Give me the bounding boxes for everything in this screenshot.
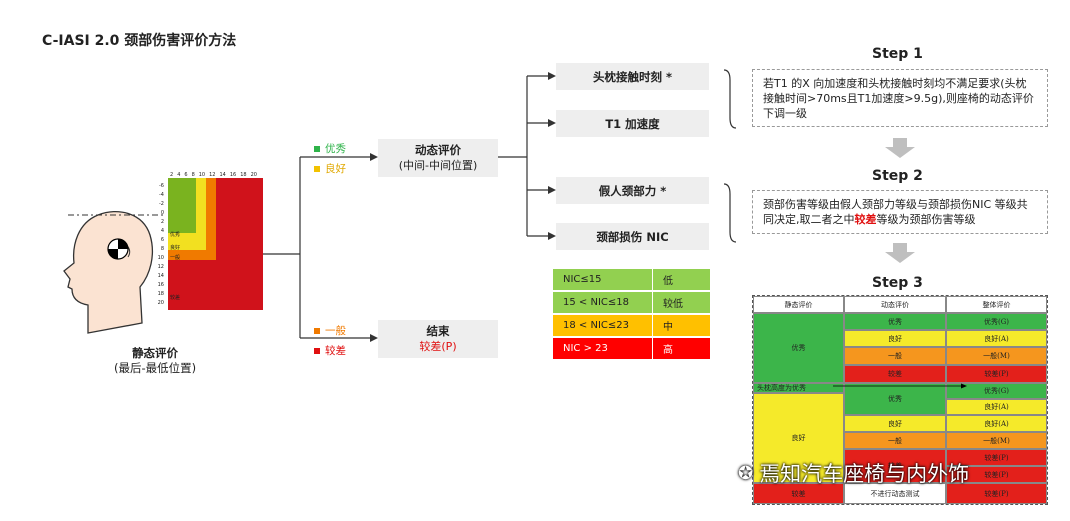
res-cell: 较差(P) xyxy=(946,466,1047,483)
res-cell: 一般(M) xyxy=(946,432,1047,449)
yellow-square-icon xyxy=(314,165,320,172)
criterion-neck-nic: 颈部损伤 NIC xyxy=(556,223,709,250)
dyn-cell-no-test: 不进行动态测试 xyxy=(844,483,946,504)
step2-title: Step 2 xyxy=(872,168,923,184)
step1-title: Step 1 xyxy=(872,46,923,62)
res-cell: 良好(A) xyxy=(946,330,1047,347)
static-group-poor: 较差 xyxy=(753,483,844,504)
watermark: ✪ 焉知汽车座椅与内外饰 xyxy=(738,462,970,486)
step3-title: Step 3 xyxy=(872,275,923,291)
static-group-acceptable: 良好 xyxy=(753,393,844,483)
wechat-icon: ✪ xyxy=(738,462,754,484)
res-cell: 较差(P) xyxy=(946,449,1047,466)
orange-square-icon xyxy=(314,327,320,334)
dyn-cell: 较差 xyxy=(844,449,946,483)
header-static: 静态评价 xyxy=(753,296,844,313)
zone-label-acceptable: 良好 xyxy=(170,245,181,251)
step2-note: 颈部伤害等级由假人颈部力等级与颈部损伤NIC 等级共同决定,取二者之中较差等级为… xyxy=(752,190,1048,234)
criterion-neck-force: 假人颈部力 * xyxy=(556,177,709,204)
green-square-icon xyxy=(314,145,320,152)
step1-note: 若T1 的X 向加速度和头枕接触时刻均不满足要求(头枕接触时间>70ms且T1加… xyxy=(752,69,1048,127)
res-cell: 良好(A) xyxy=(946,399,1047,415)
dyn-cell: 一般 xyxy=(844,432,946,449)
dynamic-eval-box: 动态评价 (中间-中间位置) xyxy=(378,139,498,177)
static-eval-grid xyxy=(168,178,263,310)
dyn-cell: 优秀 xyxy=(844,383,946,415)
headrest-arrow xyxy=(833,383,967,389)
branch-good: 优秀 xyxy=(314,141,346,156)
header-dynamic: 动态评价 xyxy=(844,296,946,313)
res-cell: 优秀(G) xyxy=(946,383,1047,399)
branch-poor: 较差 xyxy=(314,343,346,358)
page-title: C-IASI 2.0 颈部伤害评价方法 xyxy=(42,33,237,49)
zone-label-good: 优秀 xyxy=(170,232,181,238)
end-box: 结束 较差(P) xyxy=(378,320,498,358)
static-group-headrest: 头枕高度为优秀 xyxy=(753,383,844,393)
red-square-icon xyxy=(314,347,320,354)
branch-acceptable: 良好 xyxy=(314,161,346,176)
criterion-t1-acceleration: T1 加速度 xyxy=(556,110,709,137)
zone-label-marginal: 一般 xyxy=(170,255,181,261)
dyn-cell: 较差 xyxy=(844,365,946,383)
target-icon xyxy=(107,238,129,260)
res-cell: 良好(A) xyxy=(946,415,1047,432)
head-illustration xyxy=(63,211,163,334)
dyn-cell: 优秀 xyxy=(844,313,946,330)
res-cell: 较差(P) xyxy=(946,365,1047,383)
header-overall: 整体评价 xyxy=(946,296,1047,313)
static-eval-label: 静态评价 (最后-最低位置) xyxy=(114,346,197,375)
res-cell: 一般(M) xyxy=(946,347,1047,365)
res-cell: 较差(P) xyxy=(946,483,1047,504)
branch-marginal: 一般 xyxy=(314,323,346,338)
dyn-cell: 良好 xyxy=(844,330,946,347)
criterion-head-contact-time: 头枕接触时刻 * xyxy=(556,63,709,90)
dyn-cell: 一般 xyxy=(844,347,946,365)
result-table: 静态评价 动态评价 整体评价 优秀 头枕高度为优秀 良好 较差 优秀 良好 一般… xyxy=(752,295,1048,505)
dyn-cell: 良好 xyxy=(844,415,946,432)
zone-label-poor: 较差 xyxy=(170,295,181,301)
res-cell: 优秀(G) xyxy=(946,313,1047,330)
static-group-good: 优秀 xyxy=(753,313,844,383)
